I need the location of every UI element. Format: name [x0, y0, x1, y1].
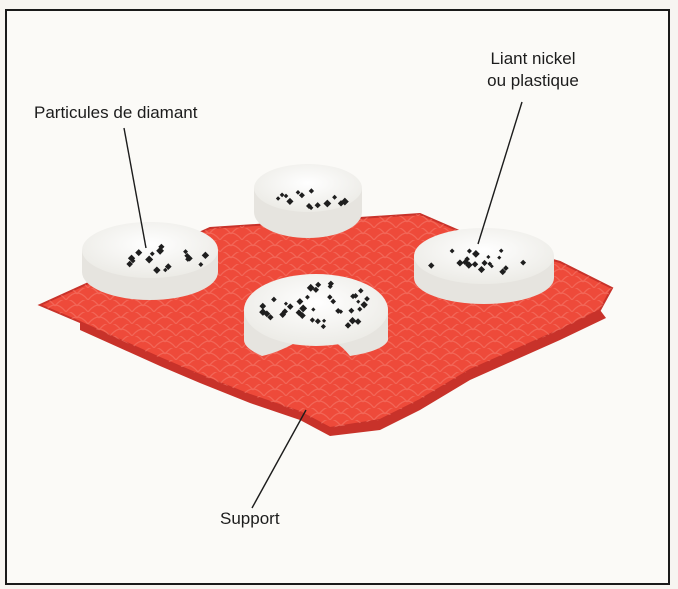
label-support: Support: [220, 508, 280, 530]
label-binder: Liant nickel ou plastique: [474, 48, 592, 92]
leader-line-binder: [478, 102, 522, 244]
label-binder-line1: Liant nickel: [474, 48, 592, 70]
label-particles: Particules de diamant: [34, 102, 197, 124]
leader-line-support: [252, 410, 306, 508]
label-binder-line2: ou plastique: [474, 70, 592, 92]
binder-disc-right: [414, 228, 554, 304]
